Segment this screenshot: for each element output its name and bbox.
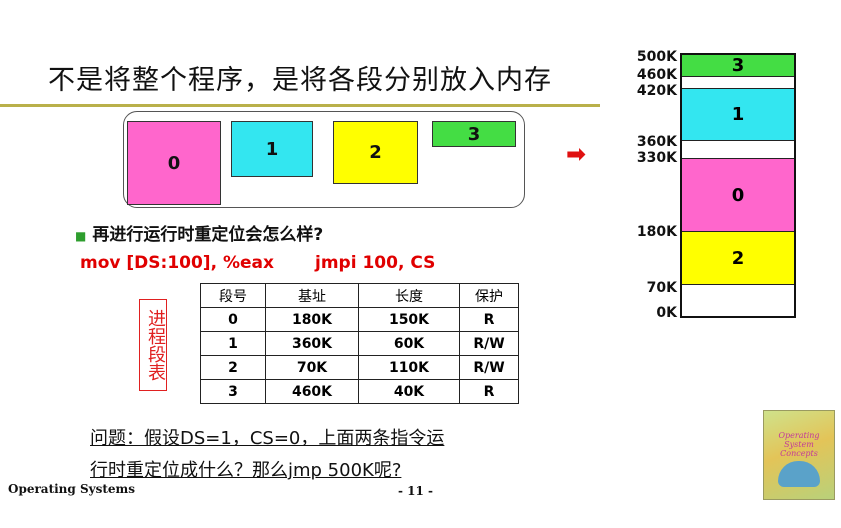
footer-page-number: - 11 -	[398, 484, 434, 498]
address-label: 500K	[636, 49, 677, 65]
book-title: Operating System Concepts	[778, 431, 820, 458]
segment-table-label: 进程段表	[139, 299, 167, 391]
table-cell: 360K	[265, 331, 359, 356]
segment-label: 1	[265, 138, 279, 160]
address-label: 420K	[636, 83, 677, 99]
instruction-mov: mov [DS:100], %eax	[80, 253, 274, 273]
question-text: ■ 再进行运行时重定位会怎么样?	[75, 220, 323, 245]
table-row: 1 360K 60K R/W	[200, 331, 519, 356]
memory-gap	[682, 141, 794, 159]
memory-segment-3: 3	[682, 55, 794, 77]
table-header-row: 段号 基址 长度 保护	[200, 283, 519, 308]
address-label: 180K	[636, 224, 677, 240]
right-arrow-icon: ➡	[566, 140, 587, 168]
table-cell: 1	[200, 331, 266, 356]
table-cell: R/W	[459, 331, 519, 356]
column-header: 段号	[200, 283, 266, 308]
memory-segment-0: 0	[682, 159, 794, 232]
memory-diagram: 3 1 0 2	[680, 53, 796, 318]
memory-segment-2: 2	[682, 232, 794, 285]
column-header: 保护	[459, 283, 519, 308]
table-row: 2 70K 110K R/W	[200, 355, 519, 380]
table-cell: R/W	[459, 355, 519, 380]
problem-line-1: 问题：假设DS=1，CS=0，上面两条指令运	[90, 428, 445, 449]
segment-label: 0	[167, 152, 181, 174]
table-cell: R	[459, 379, 519, 404]
slide-title: 不是将整个程序，是将各段分别放入内存	[48, 65, 552, 96]
memory-segment-1: 1	[682, 89, 794, 141]
book-cover-image: Operating System Concepts	[763, 410, 835, 500]
column-header: 长度	[358, 283, 460, 308]
question-label: 再进行运行时重定位会怎么样?	[92, 225, 324, 245]
address-label: 460K	[636, 67, 677, 83]
segment-label: 3	[467, 123, 481, 145]
instruction-jmpi: jmpi 100, CS	[315, 253, 436, 273]
table-cell: 150K	[358, 307, 460, 332]
table-cell: 460K	[265, 379, 359, 404]
table-cell: 60K	[358, 331, 460, 356]
footer-course: Operating Systems	[8, 482, 135, 496]
memory-gap	[682, 77, 794, 89]
table-cell: 180K	[265, 307, 359, 332]
table-cell: 40K	[358, 379, 460, 404]
segment-table: 段号 基址 长度 保护 0 180K 150K R 1 360K 60K R/W…	[200, 283, 519, 404]
column-header: 基址	[265, 283, 359, 308]
segment-label: 2	[369, 142, 382, 163]
table-cell: 2	[200, 355, 266, 380]
table-cell: 0	[200, 307, 266, 332]
table-cell: 110K	[358, 355, 460, 380]
table-cell: 70K	[265, 355, 359, 380]
table-cell: 3	[200, 379, 266, 404]
table-cell: R	[459, 307, 519, 332]
address-label: 330K	[636, 150, 677, 166]
table-row: 3 460K 40K R	[200, 379, 519, 404]
bullet-icon: ■	[75, 229, 87, 243]
program-segment-3: 3	[432, 121, 516, 147]
address-label: 70K	[646, 280, 677, 296]
address-label: 0K	[656, 305, 677, 321]
problem-line-2: 行时重定位成什么？那么jmp 500K呢?	[90, 460, 402, 481]
dinosaur-icon	[778, 461, 820, 487]
program-container	[123, 111, 525, 208]
title-rule	[0, 104, 600, 107]
program-segment-0: 0	[127, 121, 221, 205]
program-segment-1: 1	[231, 121, 313, 177]
program-segment-2: 2	[333, 121, 418, 184]
memory-gap	[682, 285, 794, 316]
address-label: 360K	[636, 134, 677, 150]
table-row: 0 180K 150K R	[200, 307, 519, 332]
